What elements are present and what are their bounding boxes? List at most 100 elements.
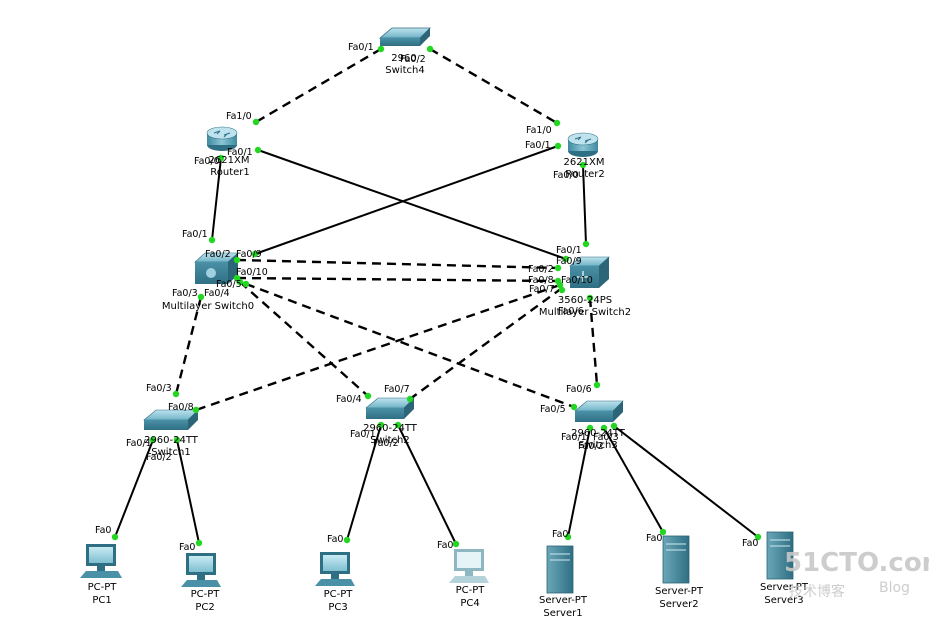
router2-name-label: Router2 — [565, 169, 605, 180]
switch2-name-label: Switch2 — [370, 435, 409, 446]
link-switch4-router2[interactable] — [429, 47, 558, 125]
ml1-name-label: Multilayer Switch0 — [162, 301, 254, 312]
port-label: Fa0/8 — [528, 275, 554, 286]
pc-keyboard — [80, 571, 122, 578]
switch1-node[interactable] — [143, 409, 199, 430]
pc2-node[interactable] — [181, 553, 221, 587]
pc3-node[interactable] — [315, 552, 355, 586]
router2-model-label: 2621XM — [564, 157, 605, 168]
watermark: 51CTO.com 技术博客 Blog — [784, 548, 929, 600]
server1-name-label: Server1 — [543, 608, 582, 619]
link-ml1-switch1[interactable] — [174, 296, 203, 395]
link-ml1-switch2[interactable] — [239, 281, 369, 397]
switch2-node[interactable] — [365, 397, 415, 419]
port-label: Fa0 — [552, 529, 568, 540]
port-label: Fa0/1 — [126, 438, 152, 449]
link-router2-ml2[interactable] — [582, 164, 587, 245]
switch-icon-front — [144, 420, 188, 430]
link-switch4-router1[interactable] — [255, 47, 382, 124]
router1-name-label: Router1 — [210, 167, 250, 178]
pc1-name-label: PC1 — [92, 595, 111, 606]
pc1-node[interactable] — [80, 544, 122, 578]
pc4-name-label: PC4 — [460, 598, 479, 609]
pc1-model-label: PC-PT — [88, 582, 118, 593]
port-label: Fa1/0 — [226, 111, 252, 122]
watermark-site: 51CTO.com — [784, 548, 929, 578]
multilayer-switch-badge — [206, 268, 216, 278]
router2-node[interactable] — [567, 132, 599, 157]
pc4-model-label: PC-PT — [456, 585, 486, 596]
link-ml2-switch1[interactable] — [195, 283, 561, 412]
server-icon — [662, 535, 690, 584]
port-label: Fa0/9 — [236, 249, 262, 260]
link-router2-ml1[interactable] — [254, 145, 559, 255]
port-label: Fa0/7 — [529, 284, 555, 295]
switch3-model-label: 2960-24TT — [571, 428, 626, 439]
port-status-dots — [111, 45, 762, 548]
port-label: Fa0/3 — [593, 432, 619, 443]
server3-node[interactable] — [766, 531, 794, 580]
watermark-blog: Blog — [879, 580, 910, 596]
port-label: Fa0 — [437, 540, 453, 551]
router-icon-top — [567, 132, 599, 146]
pc-screen — [189, 556, 213, 572]
link-ml1-ml2-upper[interactable] — [236, 258, 559, 270]
link-switch2-pc3[interactable] — [346, 424, 382, 541]
switch4-node[interactable] — [378, 27, 431, 46]
pc-stand — [197, 575, 205, 580]
pc-stand — [465, 571, 473, 576]
server2-node[interactable] — [662, 535, 690, 584]
port-label: Fa0/7 — [384, 384, 410, 395]
router1-model-label: 2621XM — [209, 155, 250, 166]
multilayer-switch2-node[interactable] — [569, 256, 610, 288]
ml2-name-label: Multilayer Switch2 — [539, 307, 631, 318]
multilayer-switch-side — [599, 257, 609, 288]
router1-node[interactable] — [206, 126, 238, 151]
pc2-name-label: PC2 — [195, 602, 214, 613]
port-label: Fa0/9 — [556, 256, 582, 267]
port-label: Fa0/4 — [336, 394, 362, 405]
switch-icon-side — [613, 401, 623, 422]
switch3-node[interactable] — [574, 400, 624, 422]
link-switch2-pc4[interactable] — [397, 424, 457, 545]
server1-node[interactable] — [546, 545, 574, 594]
link-router1-ml2[interactable] — [257, 149, 567, 260]
link-ml2-switch2[interactable] — [409, 287, 563, 400]
server3-name-label: Server3 — [764, 595, 803, 606]
device-labels: 2960 Switch4 2621XM Router1 2621XM Route… — [88, 53, 809, 619]
port-label: Fa0 — [327, 534, 343, 545]
link-switch1-pc1[interactable] — [114, 439, 154, 538]
port-label: Fa0/1 — [182, 229, 208, 240]
port-label: Fa0/3 — [146, 383, 172, 394]
pc4-node[interactable] — [449, 549, 489, 583]
port-label: Fa0/4 — [204, 288, 230, 299]
port-label: Fa0/1 — [525, 140, 551, 151]
link-router1-ml1[interactable] — [211, 157, 222, 241]
watermark-sub: 技术博客 — [789, 583, 845, 600]
port-label: Fa0/0 — [553, 170, 579, 181]
pc-keyboard — [181, 580, 221, 587]
switch-icon-side — [420, 28, 430, 46]
port-label: Fa0/8 — [168, 402, 194, 413]
link-ml1-ml2-lower[interactable] — [236, 276, 559, 283]
link-switch3-server3[interactable] — [613, 425, 759, 538]
pc-keyboard — [315, 579, 355, 586]
port-label: Fa0/2 — [146, 452, 172, 463]
link-ml1-switch3[interactable] — [245, 282, 575, 409]
port-label: Fa0/0 — [194, 156, 220, 167]
link-switch1-pc2[interactable] — [176, 439, 200, 544]
port-label: Fa0/1 — [350, 429, 376, 440]
server1-model-label: Server-PT — [539, 595, 588, 606]
switch-icon-side — [404, 398, 414, 419]
port-label: Fa0/1 — [556, 245, 582, 256]
link-switch3-server1[interactable] — [567, 427, 591, 538]
switch-icon-front — [575, 411, 613, 422]
pc3-name-label: PC3 — [328, 602, 347, 613]
pc-stand — [97, 566, 105, 571]
port-label: Fa0/2 — [578, 441, 604, 452]
multilayer-switch0-node[interactable] — [194, 252, 239, 284]
multilayer-switch-badge — [577, 271, 589, 283]
pc-screen — [323, 555, 347, 571]
link-switch3-server2[interactable] — [603, 427, 664, 533]
